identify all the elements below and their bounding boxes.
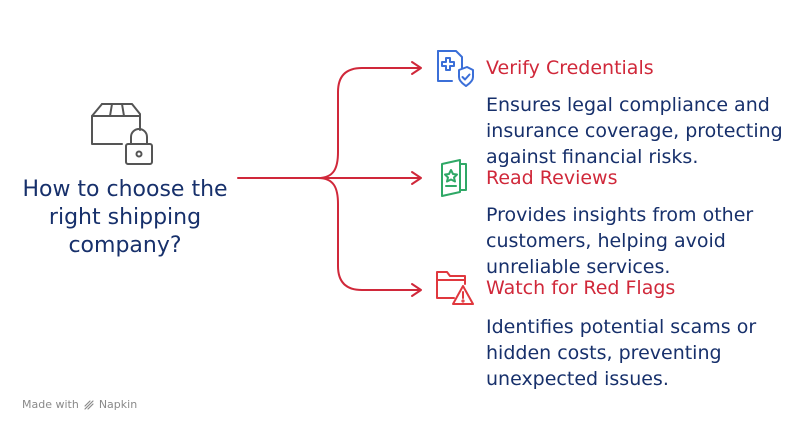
branch-description-verify-credentials: Ensures legal compliance and insurance c…: [486, 94, 783, 168]
napkin-brand-label: Napkin: [98, 398, 138, 411]
arrow-to-verify: [317, 67, 421, 179]
made-with-label: Made with: [22, 398, 79, 411]
branch-description-read-reviews: Provides insights from other customers, …: [486, 204, 754, 278]
page-title: How to choose the right shipping company…: [22, 177, 228, 258]
napkin-logo-icon: [84, 399, 94, 410]
star-review-icon: [441, 159, 467, 197]
arrowhead-redflags: [411, 283, 422, 297]
branch-description-watch-for-red-flags: Identifies potential scams or hidden cos…: [486, 316, 757, 390]
folder-warning-icon: [436, 271, 474, 305]
branch-title-verify-credentials: Verify Credentials: [486, 57, 654, 79]
branch-title-watch-for-red-flags: Watch for Red Flags: [486, 277, 676, 299]
arrowhead-verify: [411, 61, 422, 75]
arrow-to-redflags: [317, 177, 421, 291]
made-with-napkin-footer[interactable]: Made with Napkin: [22, 398, 137, 411]
medical-document-shield-icon: [437, 50, 474, 87]
branch-title-read-reviews: Read Reviews: [486, 167, 618, 189]
arrowhead-reviews: [411, 171, 422, 185]
package-lock-icon: [91, 103, 153, 165]
